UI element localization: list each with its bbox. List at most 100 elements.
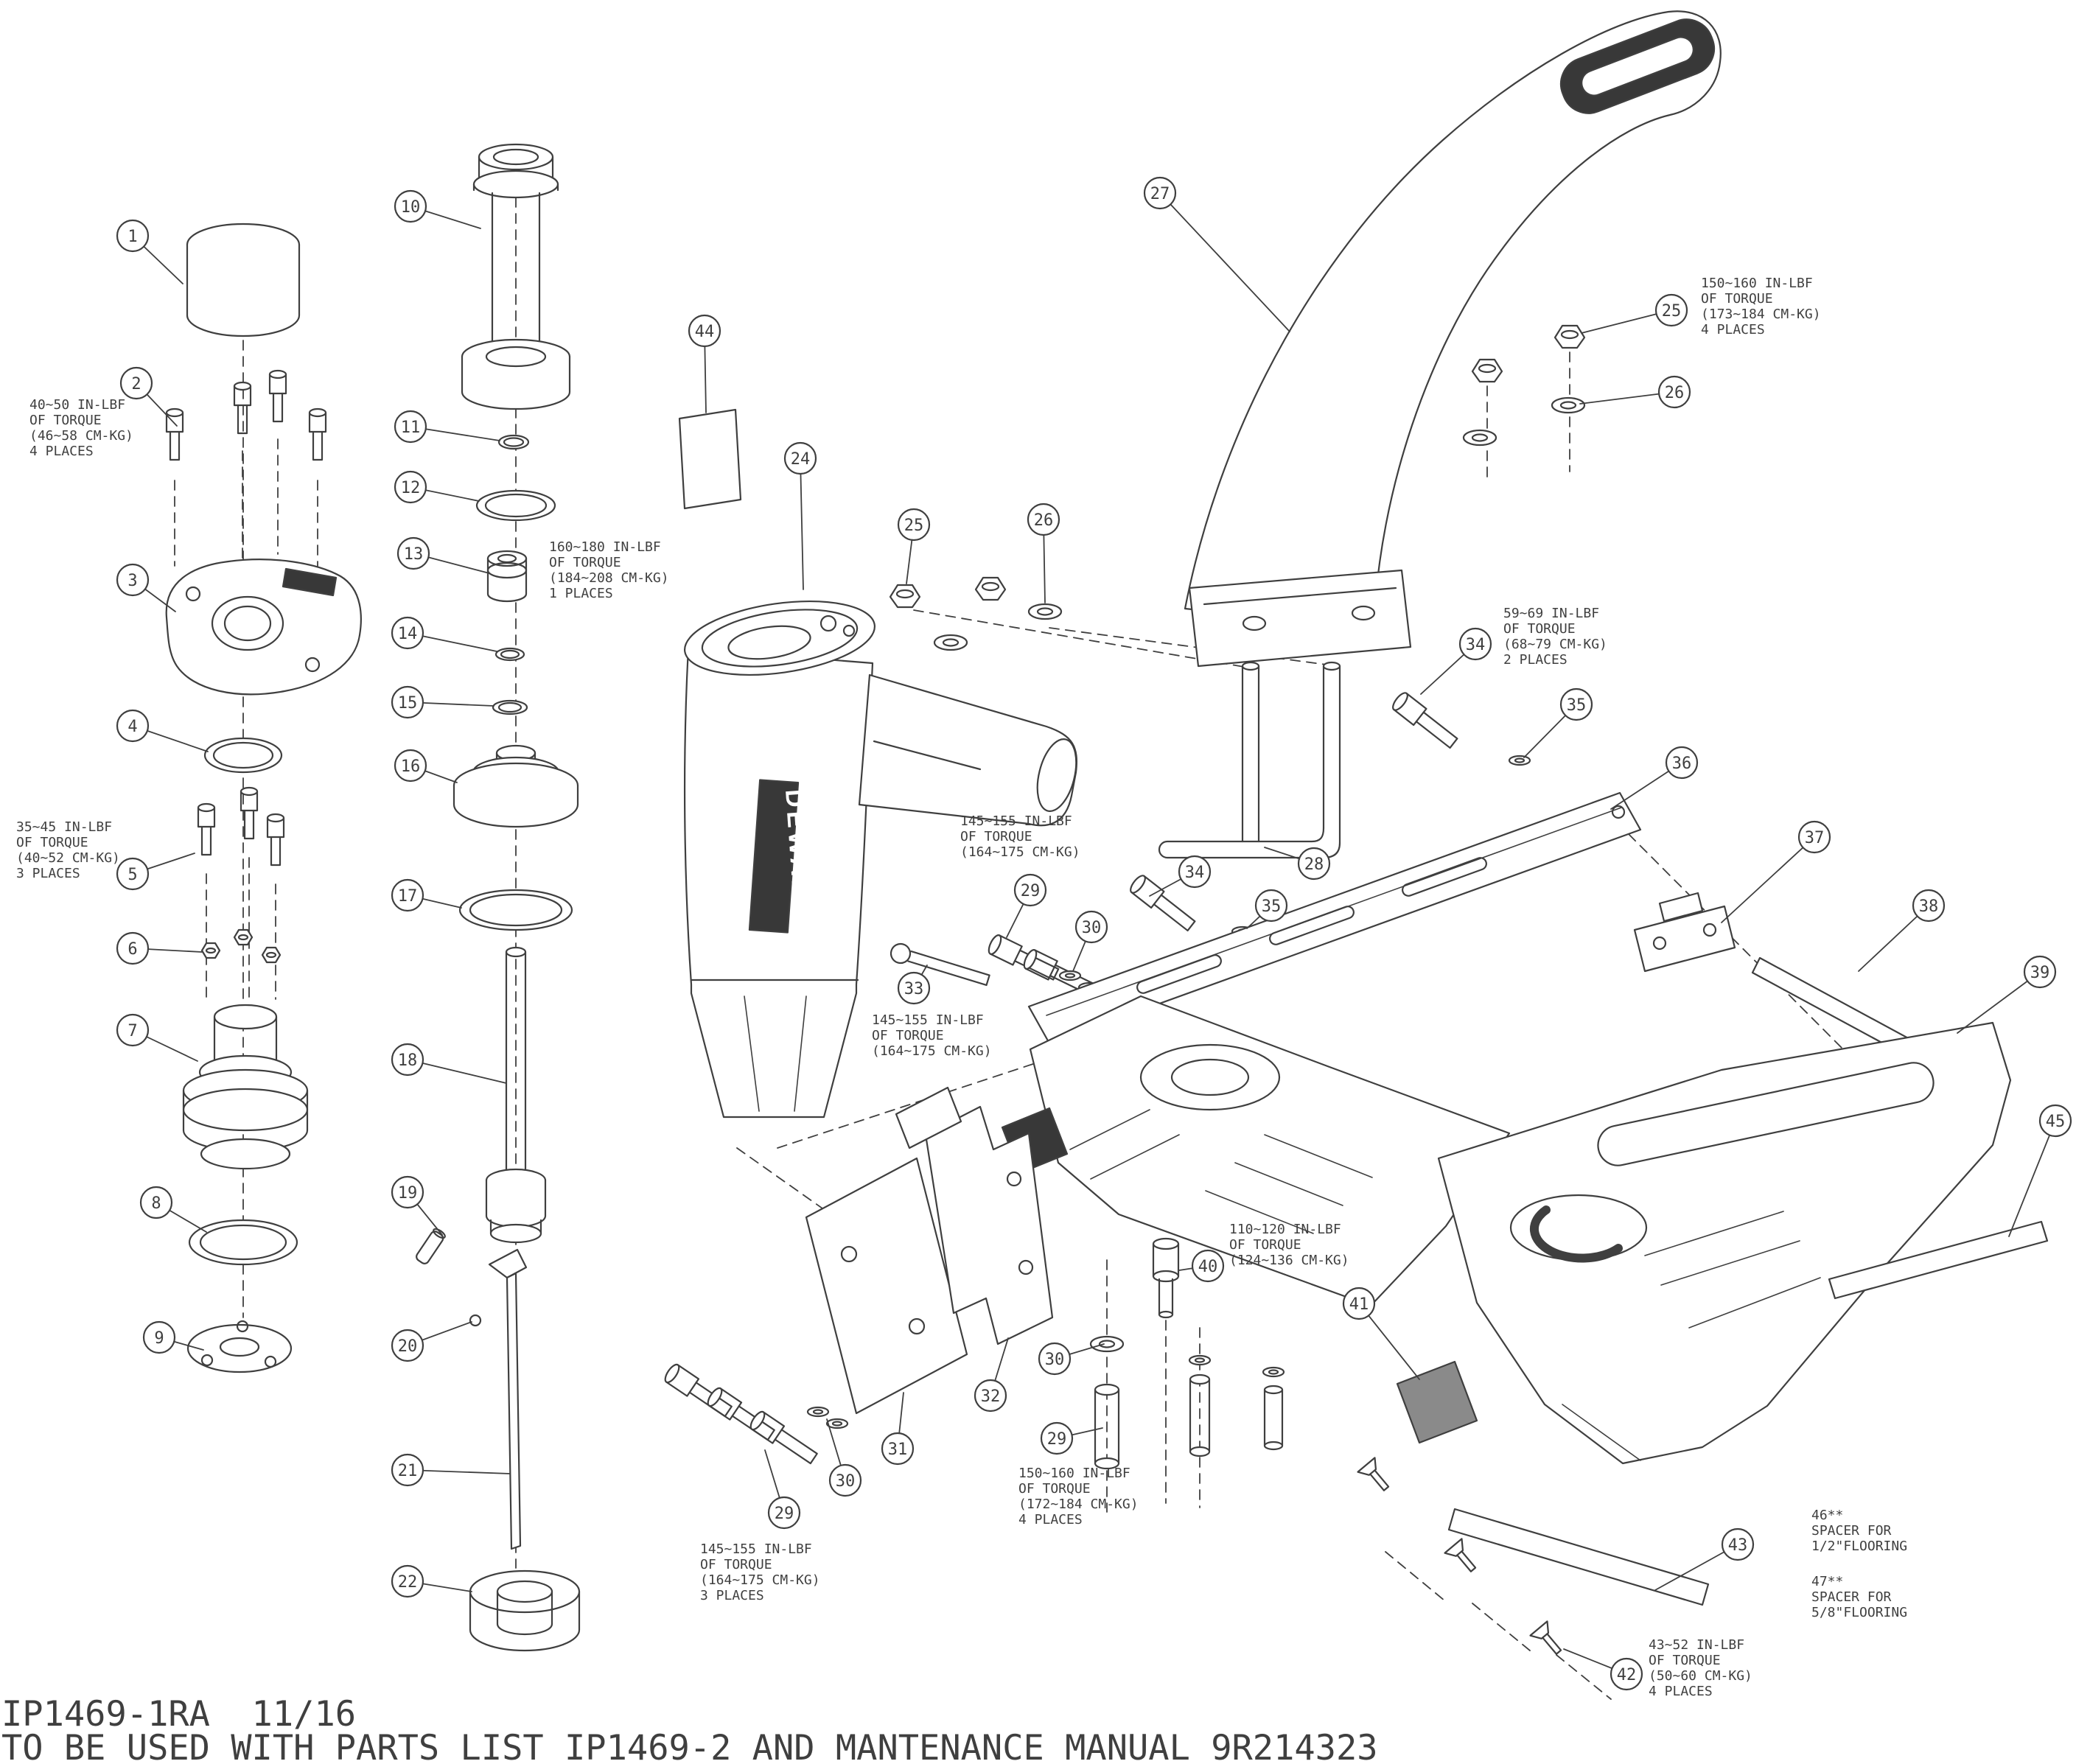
part-handle [1184,10,1722,844]
svg-text:8: 8 [151,1194,161,1213]
part-stop-assembly [1089,1237,1285,1470]
part-spacer-strip [1447,1508,1710,1606]
callout-15: 15 [391,685,494,719]
callout-44: 44 [688,314,721,413]
svg-text:30: 30 [1082,919,1102,937]
svg-text:1: 1 [127,228,137,246]
svg-text:34: 34 [1185,864,1205,882]
part-flat-screws [1357,1457,1568,1660]
svg-text:21: 21 [398,1462,418,1480]
part-base-casting [1001,995,1511,1307]
part-small-nuts [200,928,282,964]
svg-text:12: 12 [401,479,421,497]
callout-29: 29 [1006,873,1047,938]
svg-text:44: 44 [695,323,715,341]
callout-40: 40 [1178,1249,1225,1283]
callout-19: 19 [391,1175,443,1236]
svg-text:29: 29 [1021,882,1041,900]
part-guide-rail [1027,791,1642,1045]
part-o-ring-12 [475,489,556,522]
svg-text:16: 16 [401,757,421,776]
callout-11: 11 [394,410,500,444]
svg-text:9: 9 [154,1329,164,1348]
svg-text:35: 35 [1567,696,1587,715]
part-valve-screws [197,786,285,867]
callout-10: 10 [394,189,481,229]
part-main-housing: DEWALT [683,600,1077,1119]
part-o-ring-17 [458,889,573,931]
callout-14: 14 [391,616,497,652]
callout-4: 4 [116,709,209,752]
svg-text:24: 24 [791,450,811,469]
svg-text:5: 5 [127,866,137,884]
part-o-ring-14 [494,647,525,662]
svg-text:22: 22 [398,1573,418,1592]
callout-1: 1 [116,219,184,284]
callout-18: 18 [391,1043,507,1084]
svg-text:42: 42 [1617,1666,1637,1684]
svg-text:38: 38 [1919,897,1939,916]
svg-text:35: 35 [1262,897,1282,916]
svg-text:10: 10 [401,198,421,217]
callout-24: 24 [783,441,817,590]
part-driver-piston [485,946,547,1244]
svg-text:2: 2 [131,375,141,393]
part-cap-screws [165,369,327,461]
callout-3: 3 [116,563,176,612]
svg-text:25: 25 [904,517,924,535]
callout-34: 34 [1149,855,1212,897]
callout-9: 9 [142,1320,204,1354]
part-magazine-bolts [890,932,1101,1000]
callout-42: 42 [1563,1648,1643,1691]
part-driver-blade [488,1248,528,1550]
part-piston-stop [452,744,579,828]
part-spacer-45 [1828,1220,2049,1300]
callout-6: 6 [116,931,203,965]
part-cylinder-cap [461,143,571,410]
svg-text:20: 20 [398,1337,418,1356]
svg-text:43: 43 [1728,1536,1748,1555]
callout-28: 28 [1264,847,1331,881]
svg-text:33: 33 [904,980,924,998]
part-exhaust-deflector [165,559,362,696]
callout-31: 31 [881,1392,915,1466]
svg-text:32: 32 [981,1387,1001,1406]
callout-35: 35 [1523,687,1593,758]
part-base-plate [1437,1021,2012,1465]
part-label-plate [678,408,742,510]
callout-36: 36 [1610,746,1699,810]
part-o-ring-8 [188,1219,298,1266]
callout-29: 29 [764,1449,801,1530]
callout-45: 45 [2008,1104,2072,1237]
part-latch-bracket [1633,892,1736,973]
svg-text:26: 26 [1665,384,1685,402]
part-pin [416,1228,446,1264]
callout-25: 25 [897,508,931,584]
part-plate-screws [662,1361,849,1469]
callout-41: 41 [1342,1287,1420,1380]
svg-text:37: 37 [1805,829,1825,847]
svg-text:45: 45 [2046,1113,2066,1131]
part-bumper [469,1569,581,1652]
callout-7: 7 [116,1013,198,1062]
drawing-number: IP1469-1RA 11/16 [1,1694,357,1735]
part-mount-brackets [805,1086,1054,1415]
svg-text:40: 40 [1198,1258,1218,1276]
svg-text:31: 31 [888,1441,908,1459]
callout-34: 34 [1420,627,1492,695]
svg-text:29: 29 [775,1505,794,1523]
svg-text:30: 30 [1045,1351,1065,1369]
construction-lines [174,197,1854,1700]
